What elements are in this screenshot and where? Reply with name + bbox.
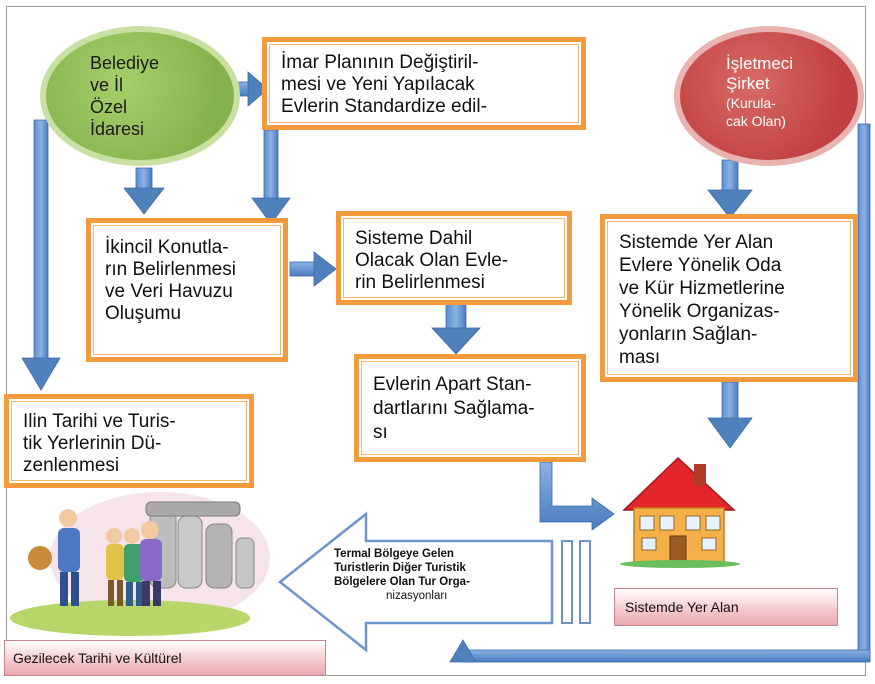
ikincil-line-3: ve Veri Havuzu: [105, 281, 233, 302]
arrow-sirket-to-sistemde: [707, 159, 753, 219]
imar-line-1: İmar Planının Değiştiril-: [281, 52, 479, 73]
box-ikincil-konut: İkincil Konutla- rın Belirlenmesi ve Ver…: [86, 218, 288, 362]
arrow-circle-to-ikincil: [123, 167, 165, 215]
box-ilin-tarihi: Ilin Tarihi ve Turis- tik Yerlerinin Dü-…: [4, 394, 254, 488]
arrow-sistemde-to-house: [707, 381, 753, 449]
sirket-line-4: cak Olan): [726, 113, 786, 129]
belediye-line-1: Belediye: [90, 53, 160, 73]
bar-gezilecek: Gezilecek Tarihi ve Kültürel: [4, 640, 326, 676]
evlerin-line-2: dartlarını Sağlama-: [373, 398, 535, 419]
sistemde-line-5: yonların Sağlan-: [619, 324, 758, 345]
sirket-line-2: Şirket: [726, 74, 770, 93]
sirket-line-1: İşletmeci: [726, 54, 794, 73]
belediye-line-4: İdaresi: [90, 119, 145, 139]
sirket-line-3: (Kurula-: [726, 95, 776, 111]
arrow-left-long-down: [21, 119, 61, 391]
house-illustration: [620, 456, 740, 568]
box-sisteme-dahil: Sisteme Dahil Olacak Olan Evle- rin Beli…: [336, 211, 572, 305]
box-sistemde-hizmet: Sistemde Yer Alan Evlere Yönelik Oda ve …: [600, 214, 858, 382]
sisteme-line-3: rin Belirlenmesi: [355, 272, 485, 293]
sistemde-line-6: ması: [619, 347, 661, 368]
ikincil-line-1: İkincil Konutla-: [105, 237, 229, 258]
sistemde-line-2: Evlere Yönelik Oda: [619, 255, 782, 276]
belediye-line-2: ve İl: [90, 75, 124, 95]
ilin-line-3: zenlenmesi: [23, 455, 120, 476]
bar-sistemde-label: Sistemde Yer Alan: [625, 599, 739, 615]
sistemde-line-1: Sistemde Yer Alan: [619, 232, 774, 253]
sisteme-line-1: Sisteme Dahil: [355, 228, 473, 249]
sisteme-line-2: Olacak Olan Evle-: [355, 250, 509, 271]
big-arrow-text: Termal Bölgeye Gelen Turistlerin Diğer T…: [334, 547, 470, 603]
arrow-right-return: [449, 123, 871, 663]
ikincil-line-4: Oluşumu: [105, 303, 182, 324]
belediye-line-3: Özel: [90, 97, 128, 117]
evlerin-line-3: sı: [373, 422, 388, 443]
sistemde-line-3: ve Kür Hizmetlerine: [619, 278, 785, 299]
ilin-line-2: tik Yerlerinin Dü-: [23, 433, 162, 454]
evlerin-line-1: Evlerin Apart Stan-: [373, 374, 532, 395]
ikincil-line-2: rın Belirlenmesi: [105, 259, 236, 280]
arrow-imar-to-ikincil: [251, 129, 291, 225]
big-left-arrow: [277, 511, 591, 653]
tourists-illustration: [10, 492, 270, 636]
arrow-text-line-2: Turistlerin Diğer Turistik: [334, 562, 466, 574]
arrow-sisteme-to-evlerin: [431, 301, 481, 355]
bar-sistemde-yer-alan: Sistemde Yer Alan: [614, 588, 838, 626]
arrow-ikincil-to-sisteme: [289, 251, 337, 287]
arrow-text-line-1: Termal Bölgeye Gelen: [334, 548, 454, 560]
arrow-text-line-4: nizasyonları: [386, 590, 448, 602]
box-imar-plani: İmar Planının Değiştiril- mesi ve Yeni Y…: [262, 37, 586, 130]
sirket-circle: İşletmeci Şirket (Kurula- cak Olan): [674, 26, 864, 166]
imar-line-2: mesi ve Yeni Yapılacak: [281, 74, 475, 95]
arrow-text-line-3: Bölgelere Olan Tur Orga-: [334, 576, 470, 588]
arrow-evlerin-to-house: [539, 461, 615, 531]
belediye-circle: Belediye ve İl Özel İdaresi: [40, 26, 240, 166]
bar-gezilecek-label: Gezilecek Tarihi ve Kültürel: [13, 650, 182, 666]
box-evlerin-apart: Evlerin Apart Stan- dartlarını Sağlama- …: [354, 354, 586, 462]
imar-line-3: Evlerin Standardize edil-: [281, 96, 487, 117]
sistemde-line-4: Yönelik Organizas-: [619, 301, 780, 322]
ilin-line-1: Ilin Tarihi ve Turis-: [23, 411, 176, 432]
